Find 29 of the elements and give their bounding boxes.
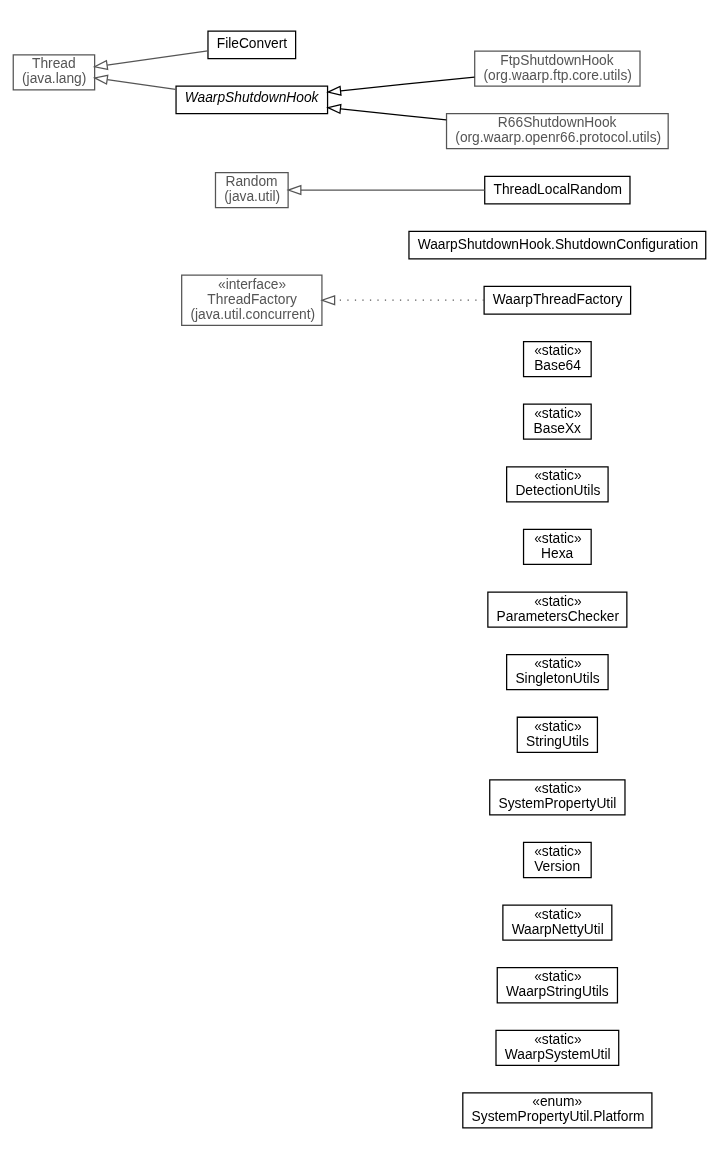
node-box: Thread (java.lang) — [12, 54, 96, 91]
node-box: FileConvert — [207, 30, 297, 60]
arrow — [92, 74, 177, 90]
node-box: Random (java.util) — [214, 171, 289, 209]
node-box: ThreadLocalRandom — [484, 175, 631, 205]
arrow — [320, 294, 485, 306]
node-box: «static» Base64 — [522, 340, 592, 378]
node-box: «static» Hexa — [522, 528, 592, 566]
node-box: «enum» SystemPropertyUtil.Platform — [462, 1092, 653, 1129]
node-box: «static» ParametersChecker — [487, 591, 628, 628]
node-box: WaarpThreadFactory — [483, 285, 632, 315]
arrow — [326, 103, 447, 121]
node-box: «static» WaarpStringUtils — [496, 967, 619, 1004]
node-box: «static» SystemPropertyUtil — [489, 779, 626, 816]
arrow — [92, 50, 209, 71]
arrow — [286, 184, 486, 196]
node-box: «interface» ThreadFactory (java.util.concurrent) — [181, 274, 323, 326]
arrow — [326, 76, 476, 97]
node-box: WaarpShutdownHook.ShutdownConfiguration — [408, 230, 707, 260]
node-box: «static» DetectionUtils — [506, 466, 609, 503]
node-box: «static» StringUtils — [516, 716, 599, 753]
node-box: FtpShutdownHook (org.waarp.ftp.core.utils) — [474, 50, 641, 87]
node-box: «static» WaarpNettyUtil — [502, 904, 613, 941]
node-box: «static» WaarpSystemUtil — [495, 1029, 620, 1066]
node-box: «static» SingletonUtils — [506, 654, 609, 691]
node-box: «static» Version — [522, 841, 592, 879]
node-box: WaarpShutdownHook — [175, 85, 329, 115]
node-box: R66ShutdownHook (org.waarp.openr66.protocol.utils) — [445, 113, 669, 150]
node-box: «static» BaseXx — [522, 403, 592, 440]
